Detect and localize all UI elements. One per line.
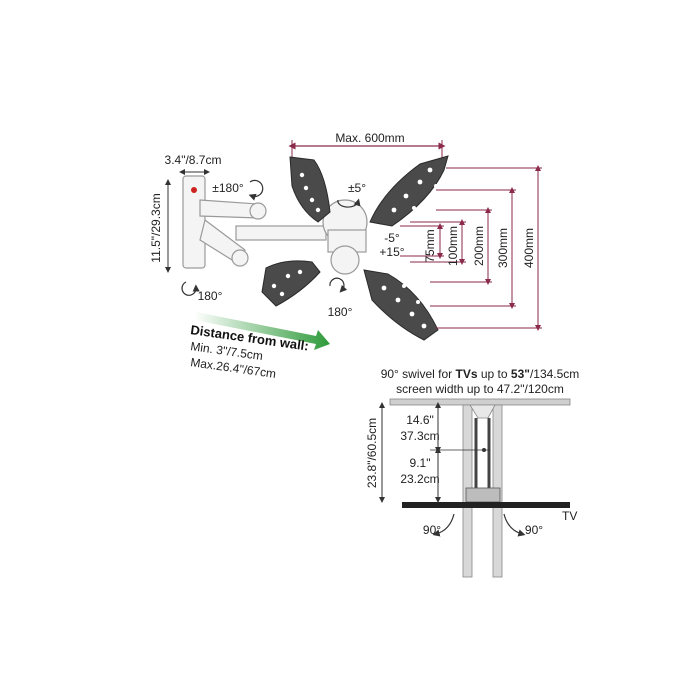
tv-panel: [402, 502, 570, 508]
tv-label: TV: [562, 509, 577, 523]
swivel-left-icon: [432, 513, 455, 537]
tilt-up-label: +15°: [379, 245, 404, 259]
vesa-400-label: 400mm: [522, 228, 536, 268]
swivel-right-label: 90°: [525, 523, 543, 537]
top-view: Max. 600mm 3.4"/8.7cm 11.5"/29.3cm ±180°…: [149, 131, 542, 341]
max-width-label: Max. 600mm: [335, 131, 404, 145]
rotate-icon: [181, 281, 200, 296]
wall-surface: [389, 398, 571, 406]
lower-height-cm: 23.2cm: [400, 472, 439, 486]
distance-from-wall: Distance from wall: Min. 3"/7.5cm Max.26…: [190, 312, 330, 381]
arm-swivel-label: ±180°: [212, 181, 244, 195]
rotate-icon: [337, 198, 361, 208]
red-dot-icon: [191, 187, 197, 193]
rotate-icon: [329, 277, 348, 293]
vesa-300-label: 300mm: [496, 228, 510, 268]
distance-arrow: [194, 312, 330, 350]
total-height-label: 23.8"/60.5cm: [365, 418, 379, 488]
vesa-200-label: 200mm: [472, 226, 486, 266]
upper-height-in: 14.6": [406, 413, 434, 427]
vesa-plate-lower-left: [261, 260, 321, 307]
wall-plate-width-label: 3.4"/8.7cm: [165, 153, 222, 167]
tilt-down-label: -5°: [384, 231, 400, 245]
pivot-right-label: 180°: [328, 305, 353, 319]
vesa-plate-upper-left: [289, 156, 331, 223]
swivel-headline: 90° swivel for TVs up to 53"/134.5cm: [381, 367, 580, 381]
swivel-left-label: 90°: [423, 523, 441, 537]
rotate-icon: [248, 179, 264, 201]
extension-arm: [235, 225, 327, 241]
swivel-right-icon: [503, 513, 526, 537]
vesa-plate-lower-right: [363, 269, 439, 341]
upper-height-cm: 37.3cm: [400, 429, 439, 443]
side-view: 90° swivel for TVs up to 53"/134.5cm scr…: [365, 367, 580, 578]
tilt-range-label: ±5°: [348, 181, 366, 195]
vesa-100-label: 100mm: [446, 226, 460, 266]
vesa-plate-upper-right: [369, 155, 449, 227]
vesa-75-label: 75mm: [423, 229, 437, 262]
wall-plate-height-label: 11.5"/29.3cm: [149, 193, 163, 262]
lower-height-in: 9.1": [410, 456, 431, 470]
upper-arm: [199, 199, 259, 219]
screen-width-subline: screen width up to 47.2"/120cm: [396, 382, 564, 396]
pivot-left-label: 180°: [198, 289, 223, 303]
